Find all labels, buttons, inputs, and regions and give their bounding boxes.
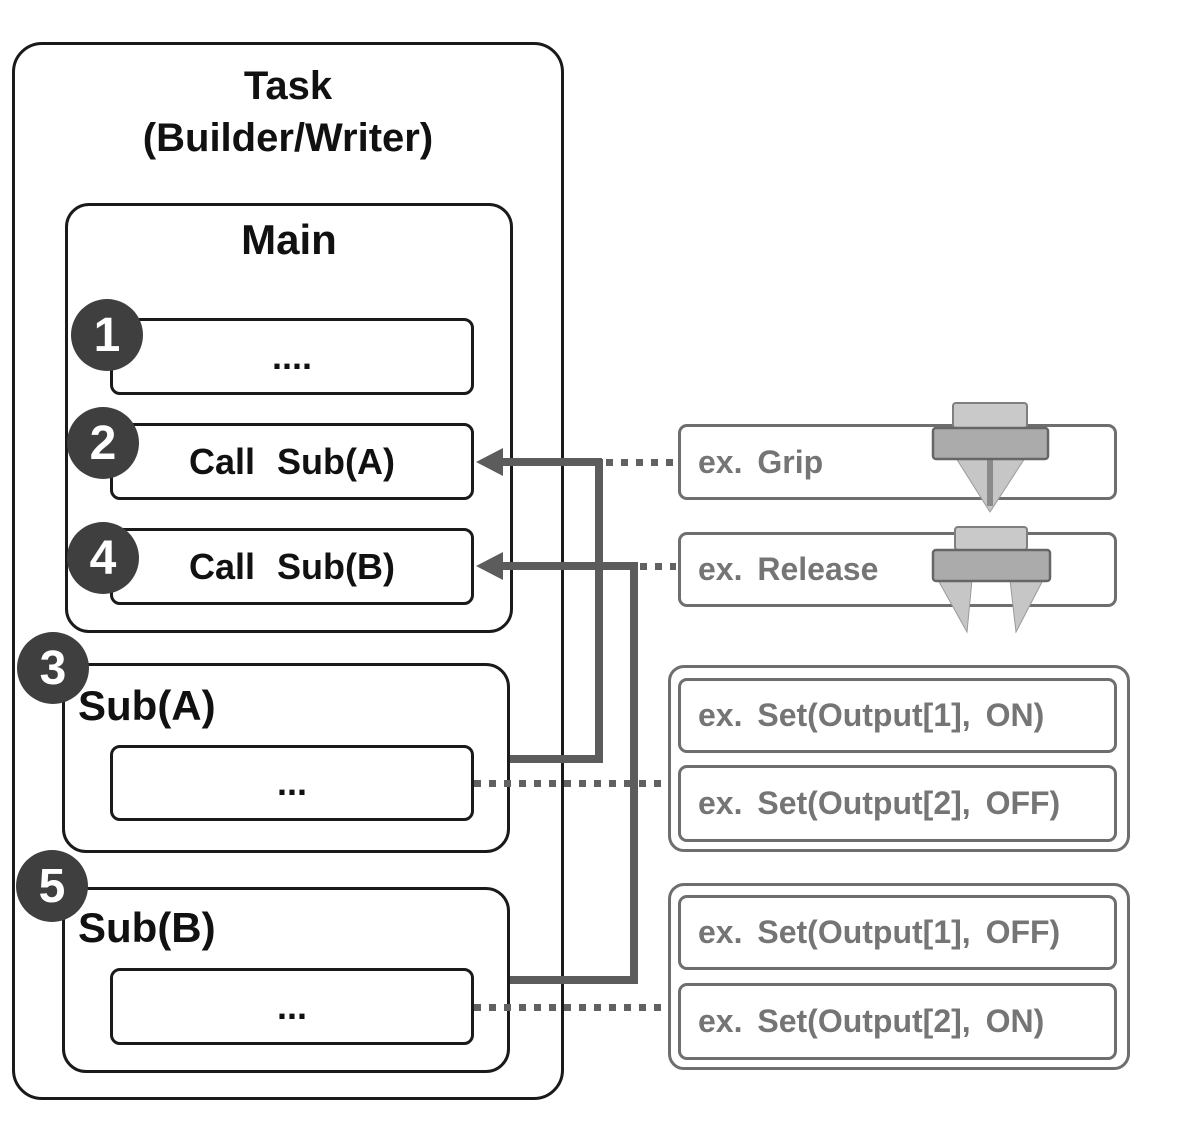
example-release-label: ex. Release bbox=[698, 551, 879, 587]
sub-b-example-1-label: ex. Set(Output[1], OFF) bbox=[698, 914, 1061, 950]
connector-subb-vertical-line bbox=[630, 563, 638, 983]
sub-a-body-box: ... bbox=[110, 745, 474, 821]
sub-a-title: Sub(A) bbox=[78, 682, 216, 729]
example-grip-label: ex. Grip bbox=[698, 443, 824, 480]
main-title: Main bbox=[241, 216, 337, 263]
sub-a-number-badge: 3 bbox=[17, 632, 89, 704]
dotted-link-sub-a-examples bbox=[474, 780, 666, 787]
step-2-number-badge: 2 bbox=[67, 407, 139, 479]
task-title-line2: (Builder/Writer) bbox=[142, 116, 434, 160]
step-1-box: .... bbox=[110, 318, 474, 395]
dotted-link-grip bbox=[606, 459, 676, 466]
sub-a-body-label: ... bbox=[276, 762, 307, 803]
gripper-open-icon bbox=[931, 526, 1052, 634]
connector-subb-bottom-line bbox=[510, 976, 638, 984]
sub-a-example-2-box: ex. Set(Output[2], OFF) bbox=[678, 765, 1117, 842]
connector-subb-top-line bbox=[494, 562, 638, 570]
sub-b-title: Sub(B) bbox=[78, 904, 216, 951]
sub-a-example-2-label: ex. Set(Output[2], OFF) bbox=[698, 785, 1061, 821]
step-2-label: Call Sub(A) bbox=[189, 440, 395, 482]
sub-b-number-badge: 5 bbox=[16, 850, 88, 922]
step-2-box: Call Sub(A) bbox=[110, 423, 474, 500]
gripper-closed-icon bbox=[931, 402, 1050, 513]
step-1-number-badge: 1 bbox=[71, 299, 143, 371]
dotted-link-release bbox=[640, 563, 676, 570]
task-title-line1: Task bbox=[243, 64, 333, 108]
dotted-link-sub-b-examples bbox=[474, 1004, 666, 1011]
step-4-box: Call Sub(B) bbox=[110, 528, 474, 605]
connector-suba-bottom-line bbox=[510, 755, 603, 763]
sub-b-example-1-box: ex. Set(Output[1], OFF) bbox=[678, 895, 1117, 970]
connector-suba-top-line bbox=[494, 458, 602, 466]
arrowhead-call-sub-b bbox=[476, 552, 503, 580]
sub-b-body-box: ... bbox=[110, 968, 474, 1045]
step-4-number-badge: 4 bbox=[67, 522, 139, 594]
step-4-label: Call Sub(B) bbox=[189, 545, 395, 587]
sub-a-example-1-box: ex. Set(Output[1], ON) bbox=[678, 678, 1117, 753]
sub-a-example-1-label: ex. Set(Output[1], ON) bbox=[698, 697, 1045, 733]
sub-b-body-label: ... bbox=[276, 985, 307, 1027]
sub-b-example-2-box: ex. Set(Output[2], ON) bbox=[678, 983, 1117, 1060]
arrowhead-call-sub-a bbox=[476, 448, 503, 476]
connector-suba-vertical-line bbox=[595, 459, 603, 762]
sub-b-example-2-label: ex. Set(Output[2], ON) bbox=[698, 1003, 1045, 1039]
step-1-label: .... bbox=[271, 335, 312, 377]
